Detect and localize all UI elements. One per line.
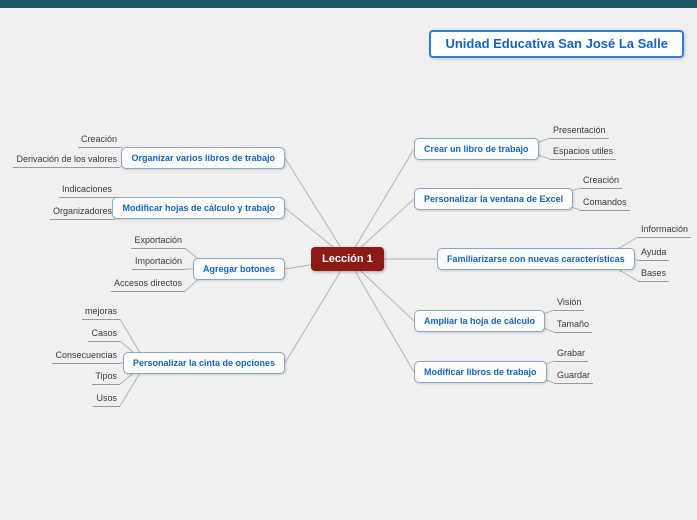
leaf-node[interactable]: Información (638, 224, 692, 238)
leaf-node[interactable]: Tamaño (554, 319, 593, 333)
branch-right-4[interactable]: Ampliar la hoja de cálculo (414, 310, 546, 332)
leaf-node[interactable]: Exportación (131, 235, 185, 249)
leaf-node[interactable]: Indicaciones (58, 184, 115, 198)
leaf-node[interactable]: Derivación de los valores (13, 154, 120, 168)
root-node[interactable]: Lección 1 (311, 247, 384, 271)
branch-left-2[interactable]: Modificar hojas de cálculo y trabajo (112, 197, 285, 219)
branch-right-2[interactable]: Personalizar la ventana de Excel (414, 188, 574, 210)
branch-left-3[interactable]: Agregar botones (192, 258, 285, 280)
branch-right-3[interactable]: Familiarizarse con nuevas característica… (437, 248, 635, 270)
leaf-node[interactable]: mejoras (81, 306, 120, 320)
leaf-node[interactable]: Visión (554, 297, 585, 311)
leaf-node[interactable]: Tipos (92, 371, 120, 385)
leaf-node[interactable]: Creación (77, 134, 120, 148)
leaf-node[interactable]: Ayuda (638, 247, 670, 261)
connector (284, 258, 349, 364)
connector (347, 258, 415, 373)
title-box: Unidad Educativa San José La Salle (429, 30, 684, 58)
branch-left-4[interactable]: Personalizar la cinta de opciones (122, 352, 285, 374)
connector (347, 148, 415, 260)
branch-left-1[interactable]: Organizar varios libros de trabajo (121, 147, 285, 169)
leaf-node[interactable]: Espacios utiles (550, 146, 617, 160)
leaf-node[interactable]: Bases (638, 268, 670, 282)
branch-right-5[interactable]: Modificar libros de trabajo (414, 361, 547, 383)
top-bar (0, 0, 697, 8)
leaf-node[interactable]: Guardar (554, 370, 594, 384)
leaf-node[interactable]: Casos (88, 328, 120, 342)
leaf-node[interactable]: Creación (580, 175, 623, 189)
leaf-node[interactable]: Comandos (580, 197, 630, 211)
leaf-node[interactable]: Grabar (554, 348, 589, 362)
connector (284, 157, 349, 260)
branch-right-1[interactable]: Crear un libro de trabajo (414, 138, 539, 160)
leaf-node[interactable]: Organizadores (49, 206, 115, 220)
leaf-node[interactable]: Importación (131, 256, 185, 270)
leaf-node[interactable]: Consecuencias (52, 350, 120, 364)
leaf-node[interactable]: Presentación (550, 125, 609, 139)
leaf-node[interactable]: Accesos directos (110, 278, 185, 292)
leaf-node[interactable]: Usos (93, 393, 120, 407)
